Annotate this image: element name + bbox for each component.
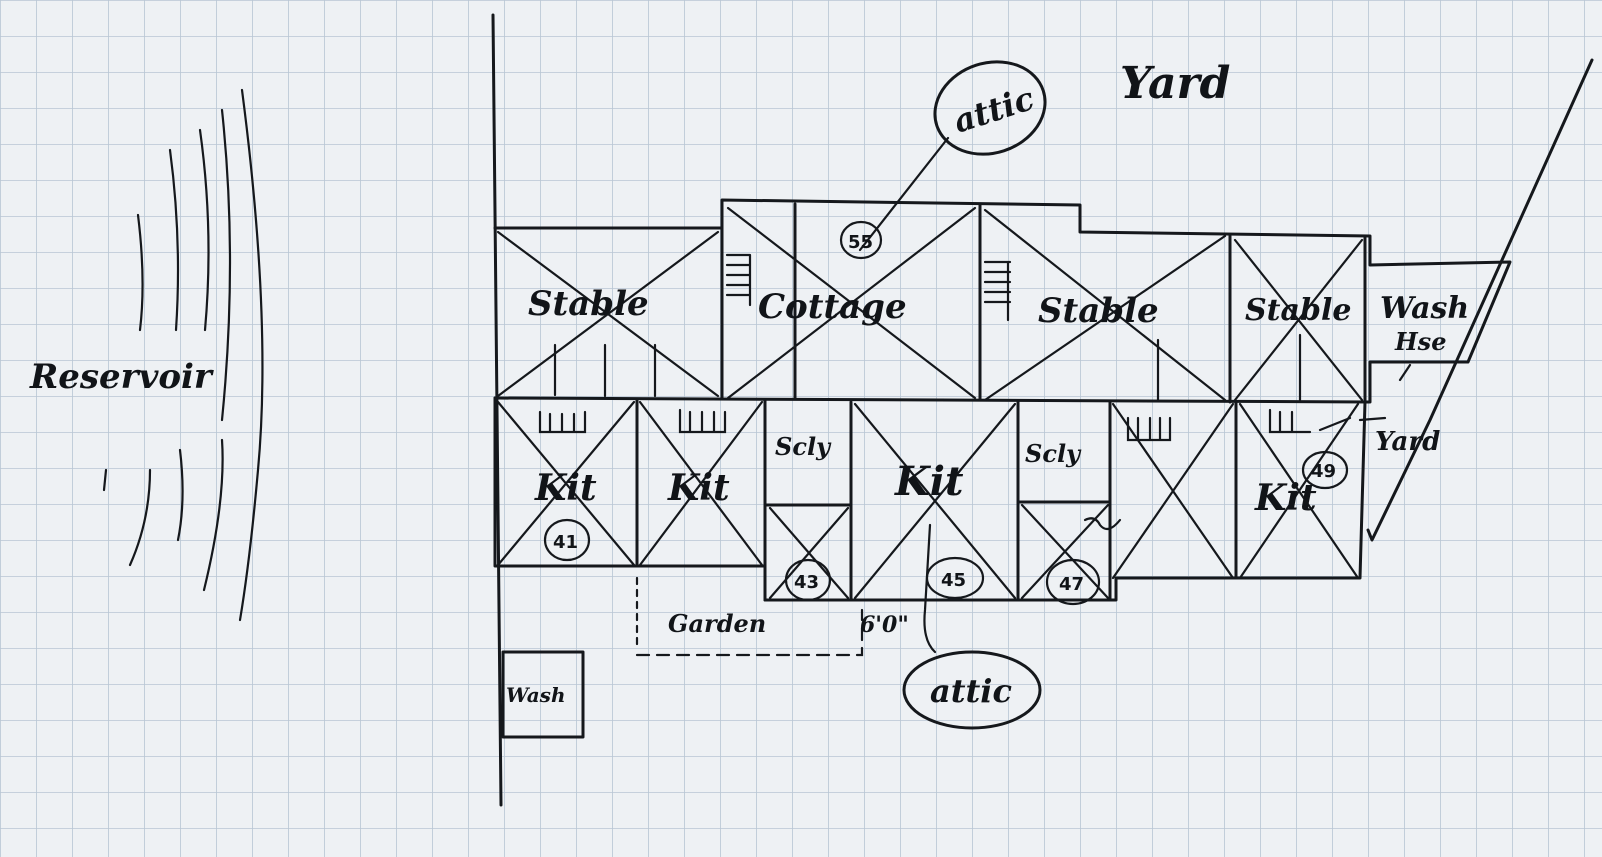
upper-room-crosses	[496, 206, 1364, 402]
stair-icon	[725, 253, 752, 307]
attic-callout-top	[933, 60, 1047, 156]
boundary-wall	[491, 13, 503, 807]
boundary-diagonal	[1366, 58, 1594, 542]
attic-leader-bottom	[923, 523, 937, 654]
room-number: 41	[553, 532, 578, 553]
wash-small-box	[501, 650, 585, 739]
lower-room-crosses	[496, 400, 1360, 600]
upper-room-label: Stable	[1038, 291, 1159, 331]
yard-label-right: Yard	[1375, 427, 1440, 457]
lower-room-dividers	[635, 398, 1238, 602]
stair-marks-lower	[538, 408, 1352, 442]
room-number-circles	[543, 220, 1349, 606]
wash-small-label: Wash	[506, 683, 565, 707]
lower-row-outline	[493, 396, 1367, 602]
link-squiggle	[1083, 517, 1122, 531]
room-number: 55	[848, 232, 873, 253]
room-number: 45	[941, 570, 966, 591]
yard-connector	[1358, 363, 1412, 422]
lower-room-label: Scly	[1025, 439, 1082, 468]
upper-row-outline	[493, 198, 1512, 404]
upper-room-label: Stable	[1245, 293, 1351, 328]
room-number: 47	[1059, 574, 1084, 595]
lower-room-label: Kit	[534, 467, 597, 509]
attic-label-bottom: attic	[930, 672, 1012, 710]
attic-leader-top	[858, 136, 950, 252]
yard-label-top: Yard	[1120, 58, 1230, 109]
room-number: 49	[1311, 461, 1336, 482]
stair-icon	[983, 260, 1012, 322]
lower-room-label: Kit	[1254, 477, 1317, 519]
garden-boundary	[635, 608, 864, 657]
reservoir-label: Reservoir	[29, 357, 214, 397]
reservoir-water-lines	[102, 88, 264, 622]
upper-room-label: Cottage	[758, 287, 907, 327]
lower-room-label: Kit	[894, 458, 964, 505]
room-number: 43	[794, 572, 819, 593]
garden-label: Garden	[668, 609, 766, 638]
stall-partitions	[553, 333, 1302, 402]
upper-room-label: Stable	[528, 284, 649, 324]
upper-room-dividers	[720, 202, 1367, 404]
lower-room-label: Scly	[775, 432, 832, 461]
wash-house-label: Wash	[1380, 291, 1469, 326]
wash-house-label-2: Hse	[1394, 327, 1446, 356]
dimension-label: 6'0"	[860, 612, 909, 638]
lower-room-label: Kit	[667, 467, 730, 509]
attic-callout-bottom	[902, 650, 1042, 730]
